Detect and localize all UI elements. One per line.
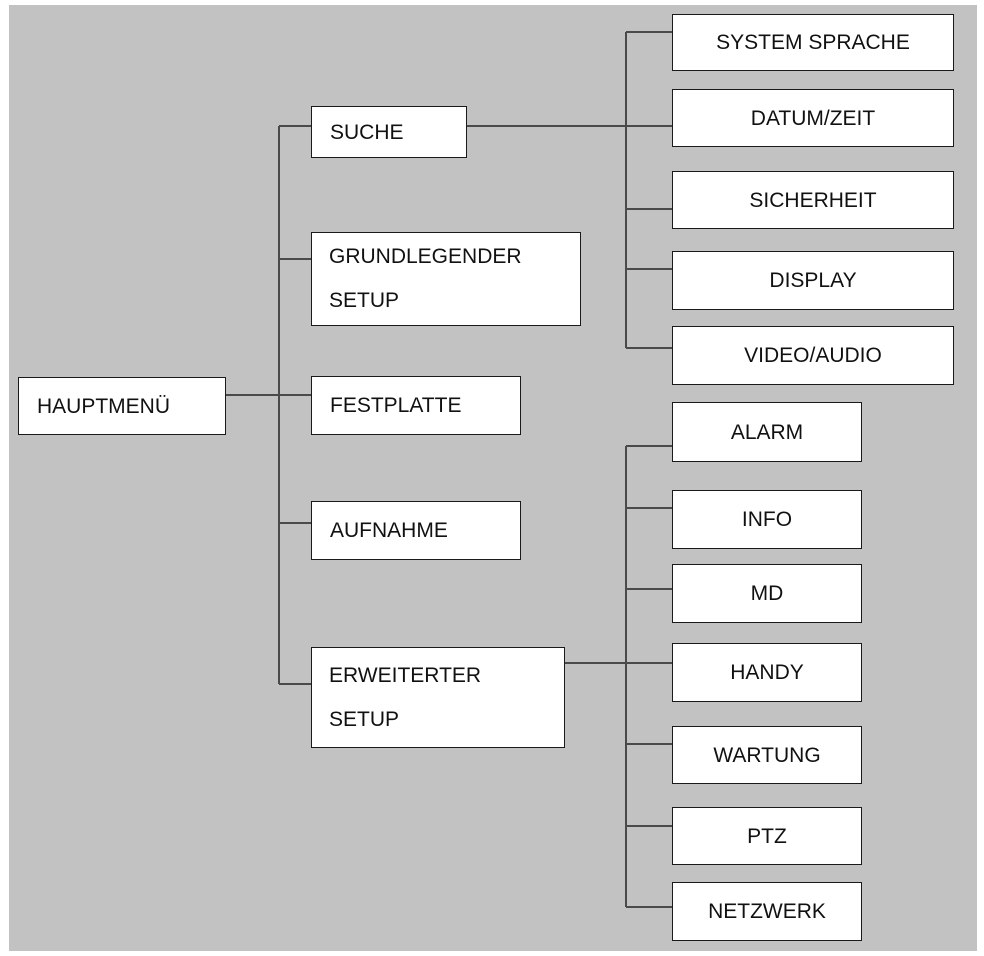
- node-ptz: PTZ: [672, 807, 862, 865]
- node-erweiterter-setup: ERWEITERTER SETUP: [311, 647, 565, 748]
- node-label: VIDEO/AUDIO: [744, 344, 882, 367]
- node-label: SUCHE: [330, 120, 404, 144]
- node-label: ALARM: [730, 420, 804, 444]
- node-label: FESTPLATTE: [330, 394, 462, 417]
- node-label: AUFNAHME: [330, 519, 448, 542]
- node-display: DISPLAY: [672, 251, 954, 310]
- node-label: HAUPTMENÜ: [37, 394, 171, 418]
- node-festplatte: FESTPLATTE: [311, 376, 521, 435]
- node-grundlegender-setup: GRUNDLEGENDER SETUP: [311, 232, 581, 326]
- node-label: DISPLAY: [769, 269, 857, 292]
- node-label: MD: [750, 582, 784, 605]
- node-handy: HANDY: [672, 643, 862, 702]
- node-label: ERWEITERTER SETUP: [329, 663, 482, 731]
- node-netzwerk: NETZWERK: [672, 882, 862, 941]
- node-hauptmenu: HAUPTMENÜ: [18, 377, 226, 435]
- node-label: WARTUNG: [713, 743, 821, 767]
- node-aufnahme: AUFNAHME: [311, 501, 521, 560]
- node-datum-zeit: DATUM/ZEIT: [672, 89, 954, 147]
- node-video-audio: VIDEO/AUDIO: [672, 326, 954, 385]
- node-wartung: WARTUNG: [672, 726, 862, 784]
- node-suche: SUCHE: [311, 106, 467, 158]
- menu-tree-diagram: HAUPTMENÜ SUCHE GRUNDLEGENDER SETUP FEST…: [9, 5, 977, 951]
- connector-lines: [226, 31, 672, 908]
- node-sicherheit: SICHERHEIT: [672, 171, 954, 229]
- node-label: NETZWERK: [708, 900, 826, 923]
- node-system-sprache: SYSTEM SPRACHE: [672, 14, 954, 71]
- node-md: MD: [672, 564, 862, 623]
- node-alarm: ALARM: [672, 402, 862, 462]
- node-label: SYSTEM SPRACHE: [716, 31, 910, 54]
- node-label: PTZ: [747, 824, 787, 848]
- node-info: INFO: [672, 490, 862, 549]
- node-label: SICHERHEIT: [749, 188, 877, 212]
- node-label: GRUNDLEGENDER SETUP: [329, 245, 522, 312]
- node-label: HANDY: [730, 661, 804, 684]
- node-label: DATUM/ZEIT: [750, 106, 876, 130]
- node-label: INFO: [741, 508, 793, 531]
